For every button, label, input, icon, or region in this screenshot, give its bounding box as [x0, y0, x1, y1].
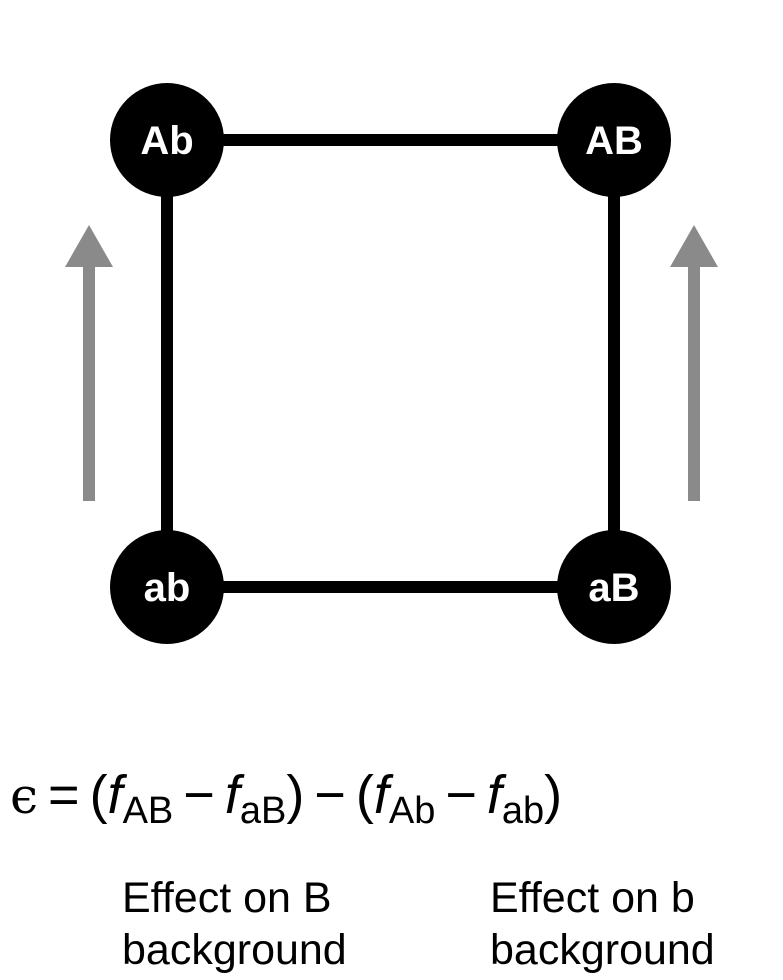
node-aB: aB [557, 530, 671, 644]
node-AB: AB [557, 83, 671, 197]
node-label-aB: aB [588, 566, 639, 610]
minus-2: − [445, 765, 477, 825]
caption-effect-on-B: Effect on B background [122, 872, 347, 976]
caption-left-line2: background [122, 926, 347, 974]
node-Ab: Ab [110, 83, 224, 197]
node-label-AB: AB [585, 119, 643, 163]
close-paren-1: ) [286, 765, 305, 825]
equals-sign: = [48, 765, 80, 825]
f-aB: faB [224, 765, 287, 832]
f-ab: fab [486, 765, 545, 832]
open-paren-2: ( [355, 765, 374, 825]
caption-left-line1: Effect on B [122, 874, 332, 922]
caption-right-line2: background [490, 926, 715, 974]
caption-right-line1: Effect on b [490, 874, 695, 922]
f-AB: fAB [107, 765, 174, 832]
f-Ab: fAb [373, 765, 436, 832]
caption-effect-on-b: Effect on b background [490, 872, 715, 976]
arrow-up-right [670, 225, 718, 501]
epsilon-symbol: ϵ [10, 767, 39, 825]
node-label-Ab: Ab [140, 119, 193, 163]
node-label-ab: ab [144, 566, 191, 610]
arrow-up-left [65, 225, 113, 501]
node-ab: ab [110, 530, 224, 644]
epistasis-square-diagram: Ab AB ab aB [65, 83, 718, 644]
close-paren-2: ) [544, 765, 563, 825]
minus-1: − [183, 765, 215, 825]
epistasis-equation: ϵ=(fAB−faB)−(fAb−fab) [10, 765, 780, 832]
minus-middle: − [314, 765, 346, 825]
open-paren-1: ( [89, 765, 108, 825]
